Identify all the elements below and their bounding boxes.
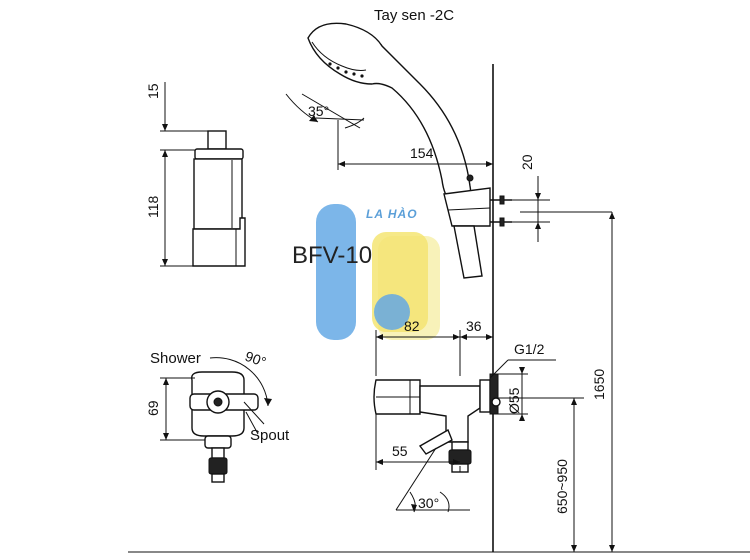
dim-118: 118 xyxy=(145,195,161,218)
front-view-valve: 69 Shower Spout 90° xyxy=(145,348,290,483)
label-shower: Shower xyxy=(150,350,201,367)
valve-side-view: 82 36 G1/2 Ø55 55 xyxy=(373,318,556,513)
dim-20-group: 20 xyxy=(512,154,612,242)
angle-30: 30° xyxy=(418,495,439,511)
watermark-text: LA HÀO xyxy=(366,206,418,221)
dim-82: 82 xyxy=(404,318,420,334)
angle-90: 90° xyxy=(243,348,268,370)
dim-20: 20 xyxy=(519,154,535,170)
height-dimensions: 1650 650~950 xyxy=(498,212,615,552)
label-spout: Spout xyxy=(250,427,290,444)
handshower-title: Tay sen -2C xyxy=(374,7,454,24)
dim-69: 69 xyxy=(145,400,161,416)
dim-154: 154 xyxy=(410,145,434,161)
angle-35: 35° xyxy=(308,103,329,119)
watermark-logo: LA HÀO xyxy=(316,204,440,340)
dim-1650: 1650 xyxy=(591,369,607,400)
dim-15: 15 xyxy=(145,83,161,99)
dim-dia55: Ø55 xyxy=(506,387,522,414)
dim-650-950: 650~950 xyxy=(554,459,570,514)
dim-36: 36 xyxy=(466,318,482,334)
side-view-body: 15 118 xyxy=(145,82,246,267)
dim-55: 55 xyxy=(392,443,408,459)
label-g12: G1/2 xyxy=(514,341,545,357)
model-name: BFV-10 xyxy=(292,242,372,269)
wall xyxy=(128,64,750,553)
shower-nozzles xyxy=(328,62,364,78)
hand-shower: 35° 154 Tay sen -2C xyxy=(285,7,512,279)
